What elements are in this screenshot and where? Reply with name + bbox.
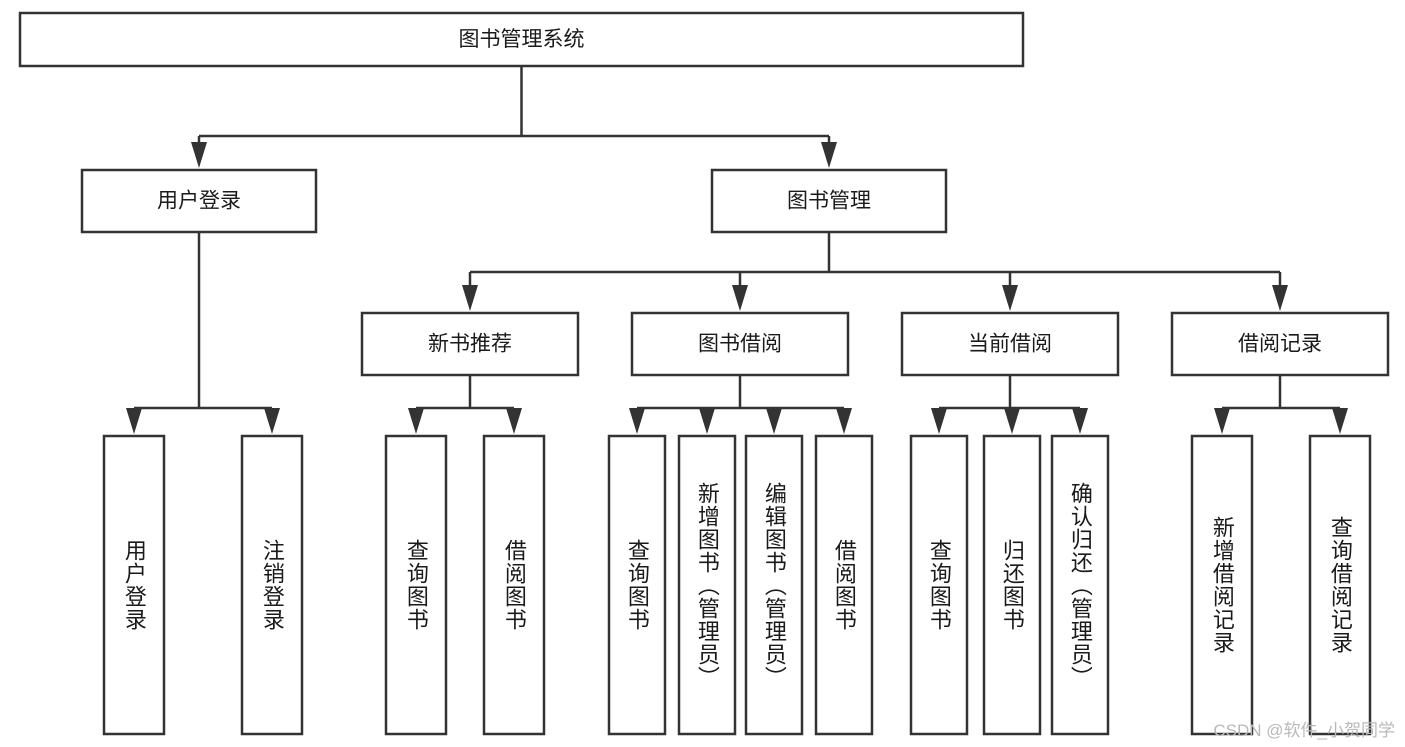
arrow-head-icon bbox=[408, 408, 424, 434]
node-box-borrow-record[interactable] bbox=[1170, 311, 1390, 377]
node-label-borrow-record: 借阅记录 bbox=[1238, 333, 1322, 356]
arrow-head-icon bbox=[1332, 408, 1348, 434]
node-box-leaf-logout[interactable] bbox=[240, 434, 304, 736]
arrow-head-icon bbox=[126, 408, 142, 434]
node-box-current-borrow[interactable] bbox=[900, 311, 1120, 377]
arrow-head-icon bbox=[699, 408, 715, 434]
arrow-head-icon bbox=[1272, 285, 1288, 311]
arrow-head-icon bbox=[732, 285, 748, 311]
node-box-user-login[interactable] bbox=[80, 168, 318, 234]
node-box-leaf-search-book-rec[interactable] bbox=[384, 434, 448, 736]
arrow-head-icon bbox=[836, 408, 852, 434]
arrow-head-icon bbox=[1214, 408, 1230, 434]
node-box-leaf-search-book-current[interactable] bbox=[909, 434, 969, 736]
node-box-leaf-search-book-borrow[interactable] bbox=[607, 434, 667, 736]
node-box-leaf-user-login[interactable] bbox=[102, 434, 166, 736]
node-box-leaf-borrow-book[interactable] bbox=[814, 434, 874, 736]
node-box-book-manage[interactable] bbox=[710, 168, 948, 234]
arrow-head-icon bbox=[931, 408, 947, 434]
node-box-leaf-borrow-book-rec[interactable] bbox=[482, 434, 546, 736]
node-label-root: 图书管理系统 bbox=[459, 28, 585, 51]
arrow-head-icon bbox=[506, 408, 522, 434]
node-label-book-borrow: 图书借阅 bbox=[698, 333, 782, 356]
node-box-root[interactable] bbox=[18, 11, 1025, 68]
node-box-leaf-query-borrow-record[interactable] bbox=[1308, 434, 1372, 736]
connector-layer bbox=[126, 66, 1348, 434]
arrow-head-icon bbox=[462, 285, 478, 311]
node-box-layer bbox=[18, 11, 1390, 736]
node-box-leaf-confirm-return-admin[interactable] bbox=[1050, 434, 1110, 736]
arrow-head-icon bbox=[1072, 408, 1088, 434]
arrow-head-icon bbox=[264, 408, 280, 434]
node-box-book-borrow[interactable] bbox=[630, 311, 850, 377]
arrow-head-icon bbox=[191, 142, 207, 168]
arrow-head-icon bbox=[766, 408, 782, 434]
arrow-head-icon bbox=[821, 142, 837, 168]
arrow-head-icon bbox=[1004, 408, 1020, 434]
node-box-leaf-return-book[interactable] bbox=[982, 434, 1042, 736]
node-label-book-manage: 图书管理 bbox=[787, 190, 871, 213]
node-label-current-borrow: 当前借阅 bbox=[968, 333, 1052, 356]
node-label-new-book-recommend: 新书推荐 bbox=[428, 333, 512, 356]
node-box-leaf-edit-book-admin[interactable] bbox=[744, 434, 804, 736]
arrow-head-icon bbox=[629, 408, 645, 434]
arrow-head-icon bbox=[1002, 285, 1018, 311]
node-label-user-login: 用户登录 bbox=[157, 190, 241, 213]
node-box-leaf-add-borrow-record[interactable] bbox=[1190, 434, 1254, 736]
node-box-leaf-add-book-admin[interactable] bbox=[677, 434, 737, 736]
node-box-new-book-recommend[interactable] bbox=[360, 311, 580, 377]
